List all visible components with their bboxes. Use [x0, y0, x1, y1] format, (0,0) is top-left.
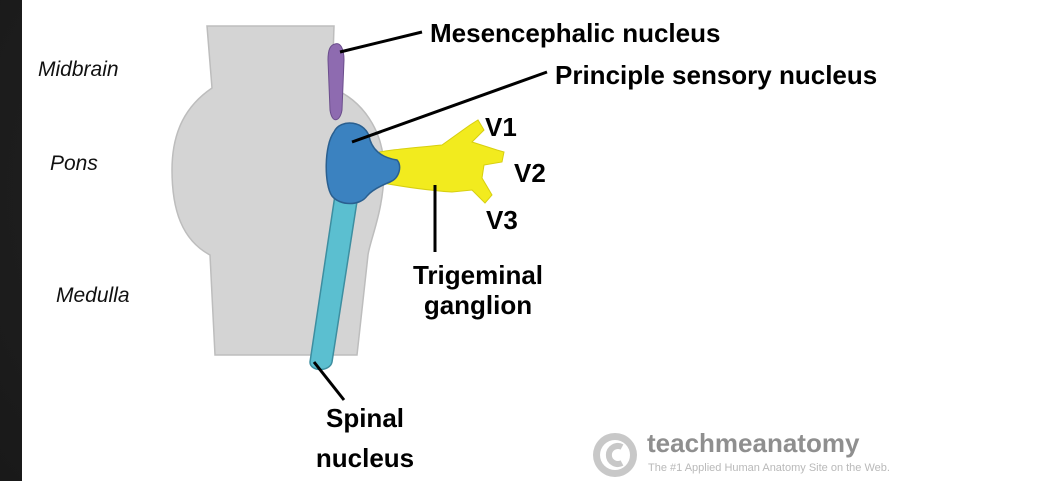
label-trigeminal-ganglion: Trigeminal ganglion [378, 260, 578, 320]
label-spinal-line2: nucleus [290, 443, 440, 473]
region-label-medulla: Medulla [56, 284, 130, 308]
label-trigeminal-line1: Trigeminal [378, 260, 578, 290]
region-label-midbrain: Midbrain [38, 58, 119, 82]
principle-sensory-nucleus-shape [326, 123, 399, 204]
mesencephalic-leader-line [340, 32, 422, 52]
region-label-pons: Pons [50, 152, 98, 176]
label-principle-sensory-nucleus: Principle sensory nucleus [555, 60, 877, 90]
label-trigeminal-line2: ganglion [378, 290, 578, 320]
logo-wordmark: teachmeanatomy [647, 428, 859, 459]
principle-leader-line [352, 72, 547, 142]
label-mesencephalic-nucleus: Mesencephalic nucleus [430, 18, 720, 48]
label-spinal-line1: Spinal [290, 403, 440, 433]
label-v2: V2 [514, 158, 546, 188]
mesencephalic-nucleus-shape [328, 44, 344, 120]
label-spinal-nucleus: Spinal nucleus [290, 403, 440, 473]
label-v3: V3 [486, 205, 518, 235]
spinal-leader-line [314, 362, 344, 400]
trigeminal-diagram [22, 0, 1043, 481]
label-v1: V1 [485, 112, 517, 142]
diagram-panel: Midbrain Pons Medulla Mesencephalic nucl… [22, 0, 1043, 481]
logo-tagline: The #1 Applied Human Anatomy Site on the… [648, 462, 890, 474]
